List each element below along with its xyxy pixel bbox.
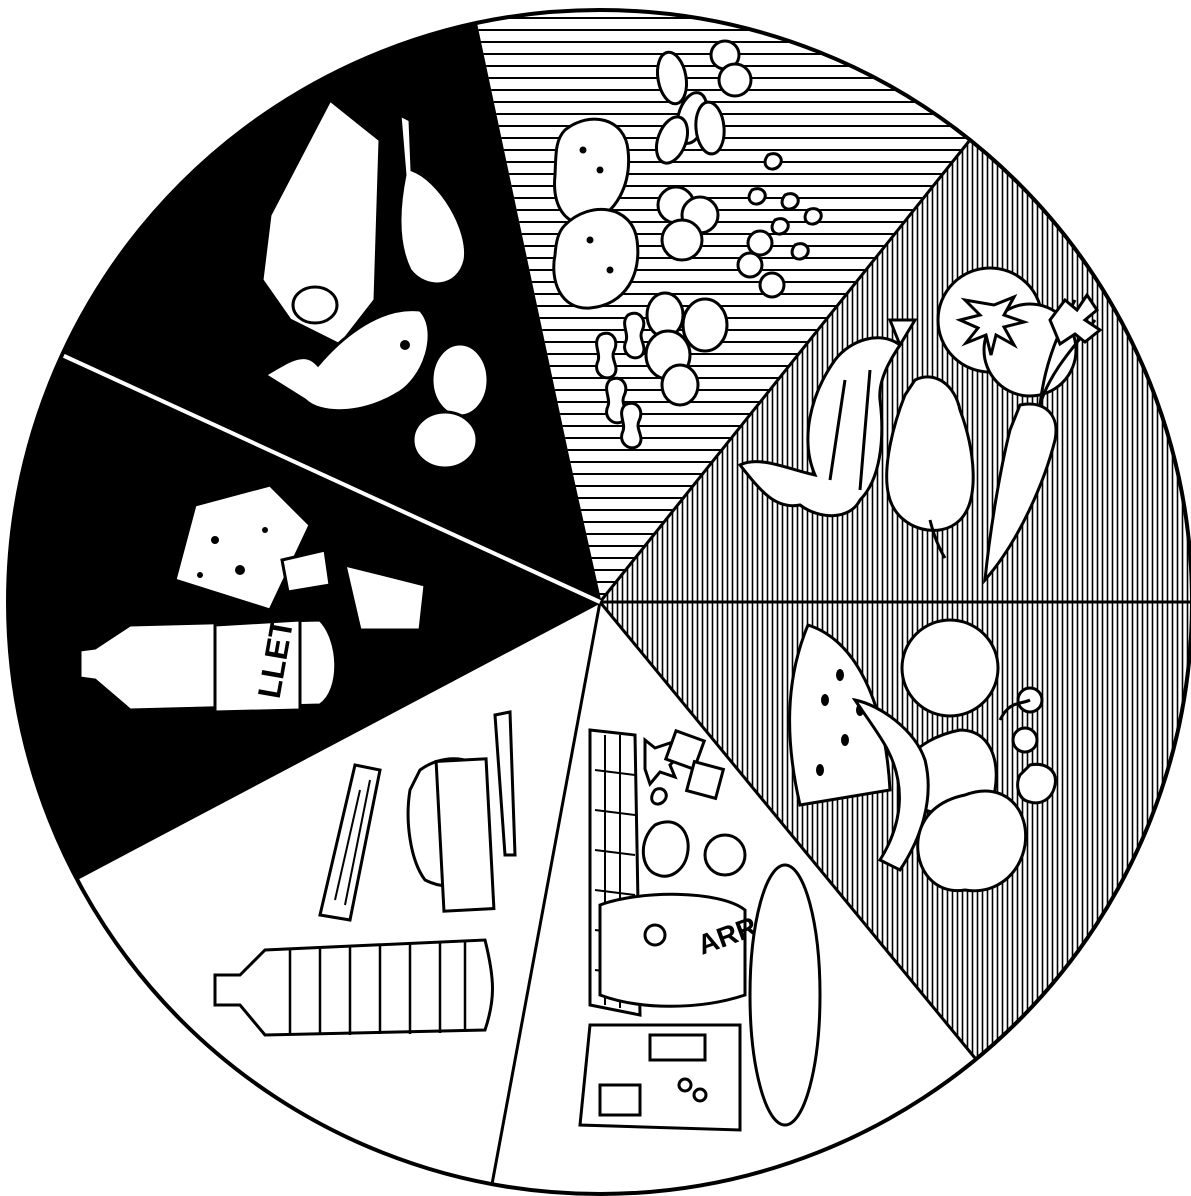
cookie-icon <box>643 822 688 876</box>
cherry-icon <box>1013 728 1037 752</box>
bean-icon <box>805 209 821 224</box>
peanut-icon <box>622 403 641 448</box>
bean-icon <box>782 194 798 209</box>
strawberry-icon <box>1018 764 1056 802</box>
peanut-icon <box>625 313 644 358</box>
chickpea-icon <box>748 231 772 255</box>
plate-icon <box>750 865 820 1125</box>
hazelnut-icon <box>719 64 751 96</box>
egg-icon <box>413 412 477 468</box>
nut-icon <box>683 299 727 351</box>
hazelnut-icon <box>662 220 702 260</box>
bean-icon <box>749 189 765 204</box>
egg-icon <box>432 344 488 416</box>
peanut-icon <box>597 333 616 378</box>
butter-block-icon <box>436 759 494 911</box>
chickpea-icon <box>738 253 762 277</box>
bean-icon <box>792 244 808 259</box>
orange-icon <box>902 620 998 716</box>
bean-icon <box>765 154 781 169</box>
biscuit-icon <box>705 835 745 875</box>
bean-icon <box>772 219 788 234</box>
nut-icon <box>662 365 698 405</box>
chickpea-icon <box>760 273 784 297</box>
sugar-cube-icon <box>687 762 724 799</box>
candy-icon <box>652 789 667 804</box>
